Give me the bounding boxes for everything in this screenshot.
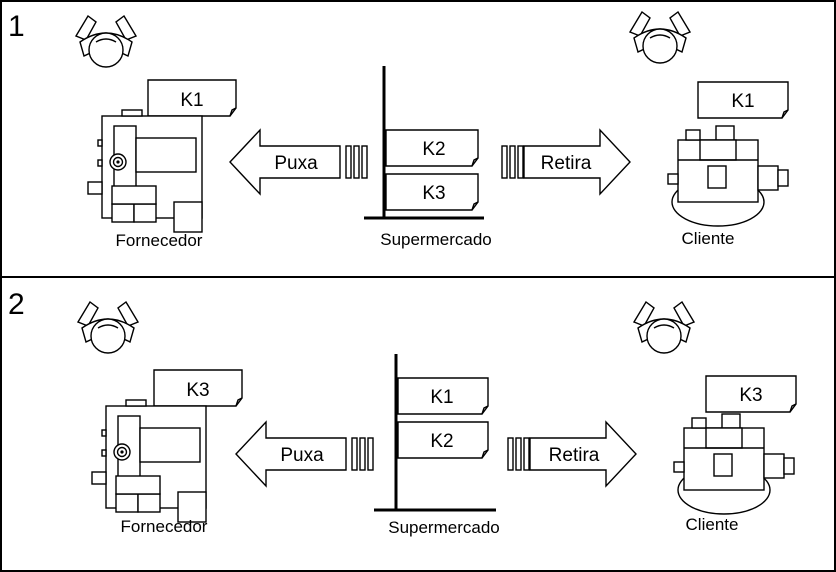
supermarket-label: Supermercado — [380, 230, 492, 249]
panel-1: 1 K1 Fornecedor Puxa K2 K3 Supermercado — [8, 10, 789, 250]
supermarket-card-1: K1 — [397, 377, 489, 415]
pull-arrow-label: Puxa — [280, 445, 324, 466]
pull-arrow-label: Puxa — [274, 153, 318, 174]
supermarket-card-2: K2 — [397, 421, 489, 459]
supplier-machine-icon — [87, 109, 203, 233]
supplier-kanban-card: K1 — [147, 79, 237, 117]
supplier-label: Fornecedor — [116, 231, 203, 250]
withdraw-arrow-label: Retira — [541, 153, 592, 174]
withdraw-arrow-label: Retira — [549, 445, 600, 466]
customer-kanban-card: K1 — [697, 81, 789, 119]
supermarket-card-2: K3 — [385, 173, 479, 211]
panel-2-number: 2 — [8, 288, 25, 321]
panel-2-border — [0, 276, 836, 572]
supplier-card-label: K3 — [186, 380, 209, 401]
customer-label: Cliente — [682, 229, 735, 248]
supermarket-card-1-label: K2 — [422, 139, 445, 160]
customer-station-icon — [673, 413, 795, 515]
panel-2: 2 K3 Fornecedor Puxa K1 K2 Supermercado — [8, 288, 797, 537]
supermarket-card-1-label: K1 — [430, 387, 453, 408]
customer-label: Cliente — [686, 515, 739, 534]
supermarket-rack — [374, 354, 496, 512]
supplier-machine-icon — [91, 399, 207, 523]
supplier-operator-icon — [77, 301, 139, 354]
supermarket-card-2-label: K3 — [422, 183, 445, 204]
supermarket-card-1: K2 — [385, 129, 479, 167]
supplier-label: Fornecedor — [121, 517, 208, 536]
supermarket-rack — [364, 66, 484, 220]
panel-1-number: 1 — [8, 10, 25, 43]
customer-operator-icon — [633, 301, 695, 354]
supplier-kanban-card: K3 — [153, 369, 243, 407]
customer-card-label: K1 — [731, 91, 754, 112]
customer-card-label: K3 — [739, 385, 762, 406]
customer-station-icon — [667, 125, 789, 227]
supermarket-label: Supermercado — [388, 518, 500, 537]
supplier-operator-icon — [75, 15, 137, 68]
supermarket-card-2-label: K2 — [430, 431, 453, 452]
customer-kanban-card: K3 — [705, 375, 797, 413]
customer-operator-icon — [629, 11, 691, 64]
supplier-card-label: K1 — [180, 90, 203, 111]
